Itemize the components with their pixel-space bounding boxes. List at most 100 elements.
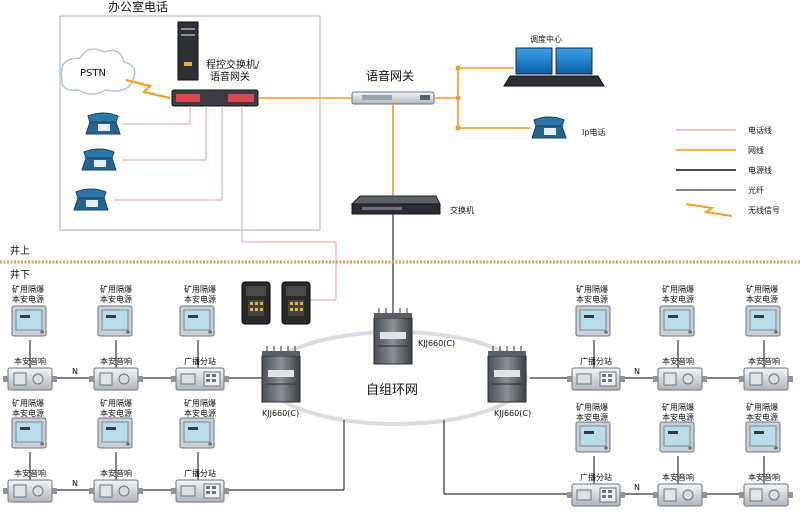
psu-label-line2: 本安电源 xyxy=(12,294,44,304)
psu-right-r1-c xyxy=(745,305,781,337)
psu-label-line2: 本安电源 xyxy=(184,294,216,304)
pstn-wireless-link xyxy=(125,78,171,100)
legend-fiber-label: 光纤 xyxy=(748,185,764,195)
n-mark: N xyxy=(634,367,640,376)
dispatch-console xyxy=(503,47,605,87)
legend-network-line-label: 网线 xyxy=(748,145,764,155)
office-area-frame xyxy=(59,15,321,231)
speaker-left-r1-a xyxy=(2,367,58,391)
psu-label-line2: 本安电源 xyxy=(662,294,694,304)
psu-label-line2: 本安电源 xyxy=(662,412,694,422)
psu-label-line2: 本安电源 xyxy=(576,294,608,304)
station-left-r1 xyxy=(170,367,230,391)
ring-network-title: 自组环网 xyxy=(366,383,418,398)
psu-left-r2-c xyxy=(179,417,215,449)
surface-above-label: 井上 xyxy=(10,244,30,257)
psu-right-r1-a xyxy=(575,305,611,337)
psu-label-line2: 本安电源 xyxy=(100,294,132,304)
speaker-label: 本安音响 xyxy=(14,356,46,366)
pbx-label-line1: 程控交换机/ xyxy=(206,58,260,71)
psu-label-line2: 本安电源 xyxy=(12,408,44,418)
speaker-right-r1-b xyxy=(738,367,794,391)
psu-label-line1: 矿用隔爆 xyxy=(12,284,44,294)
psu-label-line1: 矿用隔爆 xyxy=(184,284,216,294)
psu-left-r2-b xyxy=(97,417,133,449)
speaker-right-r1-a xyxy=(652,367,708,391)
legend-wireless-swatch xyxy=(685,203,733,217)
legend: 电话线 网线 电源线 光纤 无线信号 xyxy=(676,125,780,217)
n-mark: N xyxy=(72,367,78,376)
right-cluster-wiring xyxy=(443,340,765,495)
n-mark: N xyxy=(72,479,78,488)
mine-phone-1 xyxy=(241,281,271,325)
speaker-right-r2-a xyxy=(652,483,708,507)
psu-left-r2-a xyxy=(11,417,47,449)
pbx-label-line2: 语音网关 xyxy=(210,70,250,83)
speaker-left-r2-a xyxy=(2,479,58,503)
psu-label-line1: 矿用隔爆 xyxy=(184,398,216,408)
n-mark: N xyxy=(634,483,640,492)
speaker-left-r2-b xyxy=(88,479,144,503)
mine-phone-2 xyxy=(281,281,311,325)
pbx-tower xyxy=(177,21,199,81)
psu-left-r1-c xyxy=(179,305,215,337)
legend-phone-line-label: 电话线 xyxy=(748,125,772,135)
psu-label-line1: 矿用隔爆 xyxy=(100,398,132,408)
speaker-left-r1-b xyxy=(88,367,144,391)
gateway-branch-lines xyxy=(392,67,530,196)
speaker-label: 本安音响 xyxy=(748,472,780,482)
legend-power-line-label: 电源线 xyxy=(748,165,772,175)
speaker-label: 本安音响 xyxy=(748,356,780,366)
dispatch-center-label: 调度中心 xyxy=(530,34,562,44)
office-phone-1 xyxy=(85,112,121,135)
pbx-gateway-unit xyxy=(171,89,259,107)
switch-label: 交换机 xyxy=(450,205,474,215)
psu-right-r2-c xyxy=(745,421,781,453)
speaker-label: 本安音响 xyxy=(662,356,694,366)
speaker-label: 本安音响 xyxy=(662,472,694,482)
office-phone-lines xyxy=(114,106,337,300)
psu-left-r1-a xyxy=(11,305,47,337)
left-cluster-wiring xyxy=(29,340,345,491)
legend-wireless-label: 无线信号 xyxy=(748,205,780,215)
speaker-label: 本安音响 xyxy=(100,356,132,366)
voice-gateway-device xyxy=(351,91,435,105)
psu-label-line2: 本安电源 xyxy=(746,412,778,422)
psu-label-line2: 本安电源 xyxy=(100,408,132,418)
psu-label-line2: 本安电源 xyxy=(746,294,778,304)
ip-phone-label: Ip电话 xyxy=(582,127,605,137)
speaker-label: 本安音响 xyxy=(100,468,132,478)
psu-label-line1: 矿用隔爆 xyxy=(662,402,694,412)
station-right-r2 xyxy=(566,483,626,507)
psu-label-line2: 本安电源 xyxy=(576,412,608,422)
psu-right-r1-b xyxy=(659,305,695,337)
station-label: 广播分站 xyxy=(184,356,216,366)
ip-phone-device xyxy=(531,116,567,139)
psu-left-r1-b xyxy=(97,305,133,337)
ring-node-left-label: KJJ660(C) xyxy=(262,409,299,418)
junction-dot xyxy=(455,95,461,101)
station-label: 广播分站 xyxy=(184,468,216,478)
surface-below-label: 井下 xyxy=(10,268,30,281)
psu-label-line1: 矿用隔爆 xyxy=(576,284,608,294)
pstn-cloud: PSTN xyxy=(60,48,136,95)
station-right-r1 xyxy=(566,367,626,391)
station-label: 广播分站 xyxy=(580,356,612,366)
ring-node-right xyxy=(487,345,527,403)
core-switch-device xyxy=(350,195,441,215)
speaker-label: 本安音响 xyxy=(14,468,46,478)
psu-right-r2-b xyxy=(659,421,695,453)
psu-label-line1: 矿用隔爆 xyxy=(746,402,778,412)
psu-label-line1: 矿用隔爆 xyxy=(100,284,132,294)
junction-dot xyxy=(455,125,461,131)
ring-node-left xyxy=(261,345,301,403)
office-title: 办公室电话 xyxy=(108,0,168,14)
psu-label-line1: 矿用隔爆 xyxy=(12,398,44,408)
ring-node-top xyxy=(373,307,413,365)
station-left-r2 xyxy=(170,479,230,503)
psu-label-line1: 矿用隔爆 xyxy=(662,284,694,294)
psu-right-r2-a xyxy=(575,421,611,453)
office-phone-3 xyxy=(73,188,109,211)
psu-label-line2: 本安电源 xyxy=(184,408,216,418)
